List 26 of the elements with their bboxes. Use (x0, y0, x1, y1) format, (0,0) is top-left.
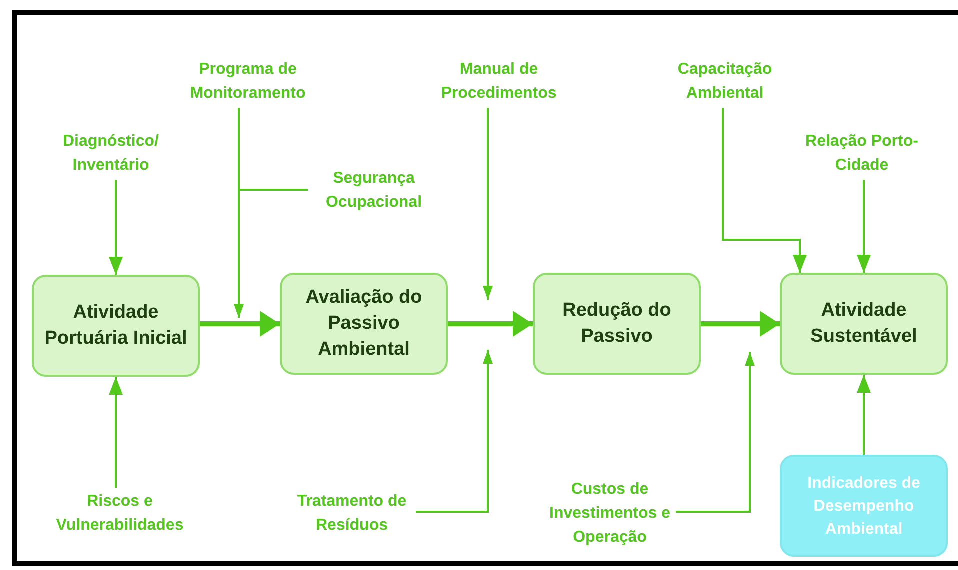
input-label: Custos de Investimentos e Operação (544, 476, 676, 552)
arrow (701, 314, 780, 334)
input-label: Diagnóstico/ Inventário (55, 128, 167, 180)
process-box: Atividade Portuária Inicial (32, 275, 200, 377)
arrow (416, 350, 493, 513)
process-box: Atividade Sustentável (780, 273, 948, 375)
arrow (857, 180, 871, 273)
process-box: Avaliação do Passivo Ambiental (280, 273, 448, 375)
input-label: Programa de Monitoramento (172, 56, 324, 108)
arrow (109, 180, 123, 275)
input-label: Capacitação Ambiental (660, 56, 790, 108)
arrow (483, 108, 493, 300)
arrow (722, 108, 807, 273)
arrow (234, 189, 308, 318)
arrow (109, 377, 123, 488)
input-label: Relação Porto-Cidade (798, 128, 926, 180)
arrow (200, 314, 280, 334)
process-box: Redução do Passivo (533, 273, 701, 375)
arrow (448, 314, 533, 334)
input-label: Manual de Procedimentos (426, 56, 572, 108)
arrow (676, 352, 755, 513)
input-label: Tratamento de Resíduos (288, 488, 416, 540)
indicator-box: Indicadores de Desempenho Ambiental (780, 455, 948, 557)
input-label: Riscos e Vulnerabilidades (44, 488, 196, 540)
input-label: Segurança Ocupacional (308, 165, 440, 217)
arrow (857, 375, 871, 455)
